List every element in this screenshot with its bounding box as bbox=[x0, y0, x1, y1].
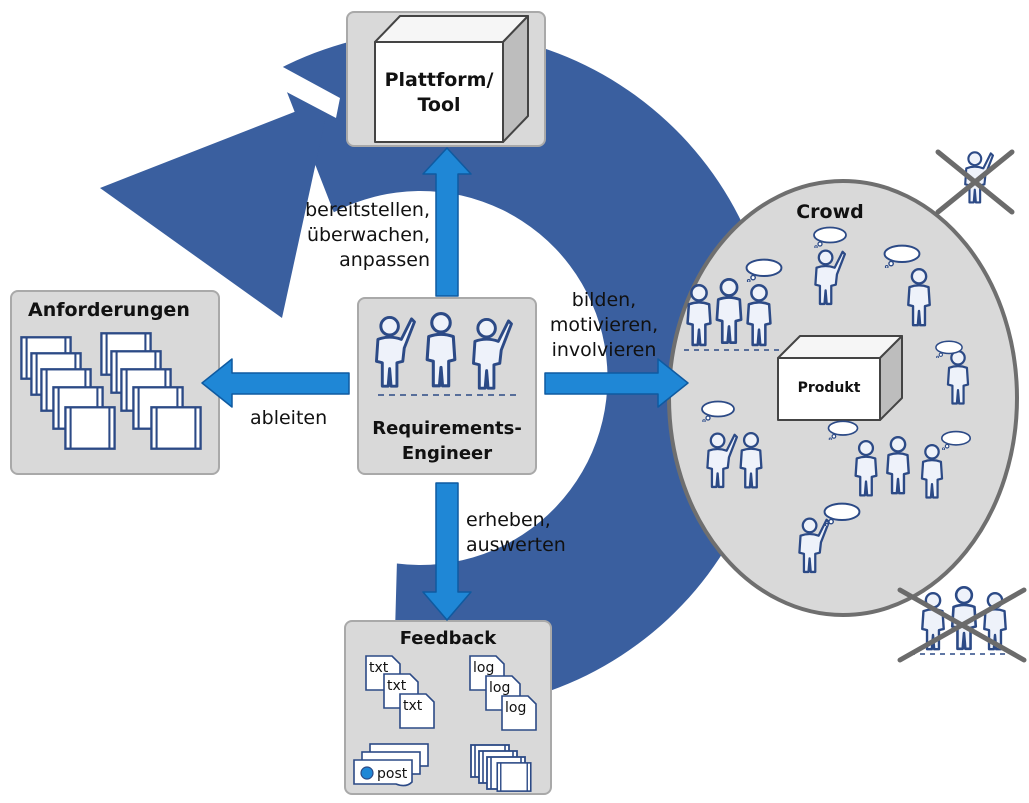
crowd-title: Crowd bbox=[796, 201, 864, 223]
excluded-group bbox=[897, 586, 1027, 663]
edge-label-to-feedback: erheben, auswerten bbox=[466, 508, 566, 558]
platform-label-line2: Tool bbox=[417, 94, 461, 116]
arrow-to-requirements bbox=[201, 358, 350, 408]
post-label: post bbox=[377, 766, 408, 782]
requirements-documents bbox=[20, 332, 202, 450]
log-label: log bbox=[489, 680, 510, 696]
cross-icon bbox=[935, 149, 1015, 215]
cube-icon bbox=[374, 15, 529, 143]
engineer-label-line1: Requirements- bbox=[372, 418, 522, 439]
engineer-label: Requirements- Engineer bbox=[360, 416, 534, 466]
document-icon: log log log bbox=[469, 655, 537, 731]
person-icon bbox=[374, 316, 416, 388]
arrow-to-crowd bbox=[544, 358, 689, 408]
edge-label-to-requirements: ableiten bbox=[250, 407, 328, 429]
log-label: log bbox=[505, 700, 526, 716]
cross-icon bbox=[897, 587, 1027, 663]
document-icon bbox=[150, 406, 202, 450]
post-icon: post bbox=[353, 743, 429, 787]
engineer-figures bbox=[374, 312, 520, 396]
engineer-label-line2: Engineer bbox=[401, 443, 493, 464]
edge-label-line: bereitstellen, bbox=[305, 199, 430, 221]
edge-label-line: bilden, bbox=[571, 289, 637, 311]
edge-label-to-crowd: bilden, motivieren, involvieren bbox=[536, 288, 672, 363]
edge-label-line: involvieren bbox=[551, 339, 657, 361]
document-icon bbox=[470, 744, 532, 792]
edge-label-line: überwachen, bbox=[306, 224, 430, 246]
edge-label-to-platform: bereitstellen, überwachen, anpassen bbox=[290, 198, 430, 273]
cycle-ring-body bbox=[278, 30, 776, 711]
txt-label: txt bbox=[403, 698, 423, 714]
person-icon bbox=[425, 312, 457, 388]
requirements-title: Anforderungen bbox=[28, 299, 190, 321]
feedback-documents: txt txt txt log log log post bbox=[353, 655, 537, 792]
document-icon: txt txt txt bbox=[365, 655, 435, 729]
edge-label-line: anpassen bbox=[339, 249, 430, 271]
crowd-members bbox=[684, 226, 972, 574]
feedback-title: Feedback bbox=[399, 628, 497, 649]
edge-label-line: erheben, bbox=[466, 509, 551, 531]
arrow-to-platform bbox=[422, 147, 472, 297]
txt-label: txt bbox=[387, 678, 407, 694]
cycle-arrowhead bbox=[100, 98, 330, 318]
document-icon bbox=[64, 406, 116, 450]
txt-label: txt bbox=[369, 660, 389, 676]
excluded-person bbox=[935, 149, 1015, 215]
document-icon bbox=[496, 762, 532, 792]
product-label: Produkt bbox=[797, 380, 861, 396]
edge-label-line: auswerten bbox=[466, 534, 566, 556]
log-label: log bbox=[473, 660, 494, 676]
person-icon bbox=[471, 318, 513, 390]
arrow-to-feedback bbox=[422, 482, 472, 621]
edge-label-line: motivieren, bbox=[549, 314, 659, 336]
cycle-gap bbox=[260, 60, 340, 118]
platform-label-line1: Plattform/ bbox=[384, 69, 494, 91]
platform-label: Plattform/ Tool bbox=[375, 68, 503, 118]
cube-icon bbox=[777, 335, 903, 421]
